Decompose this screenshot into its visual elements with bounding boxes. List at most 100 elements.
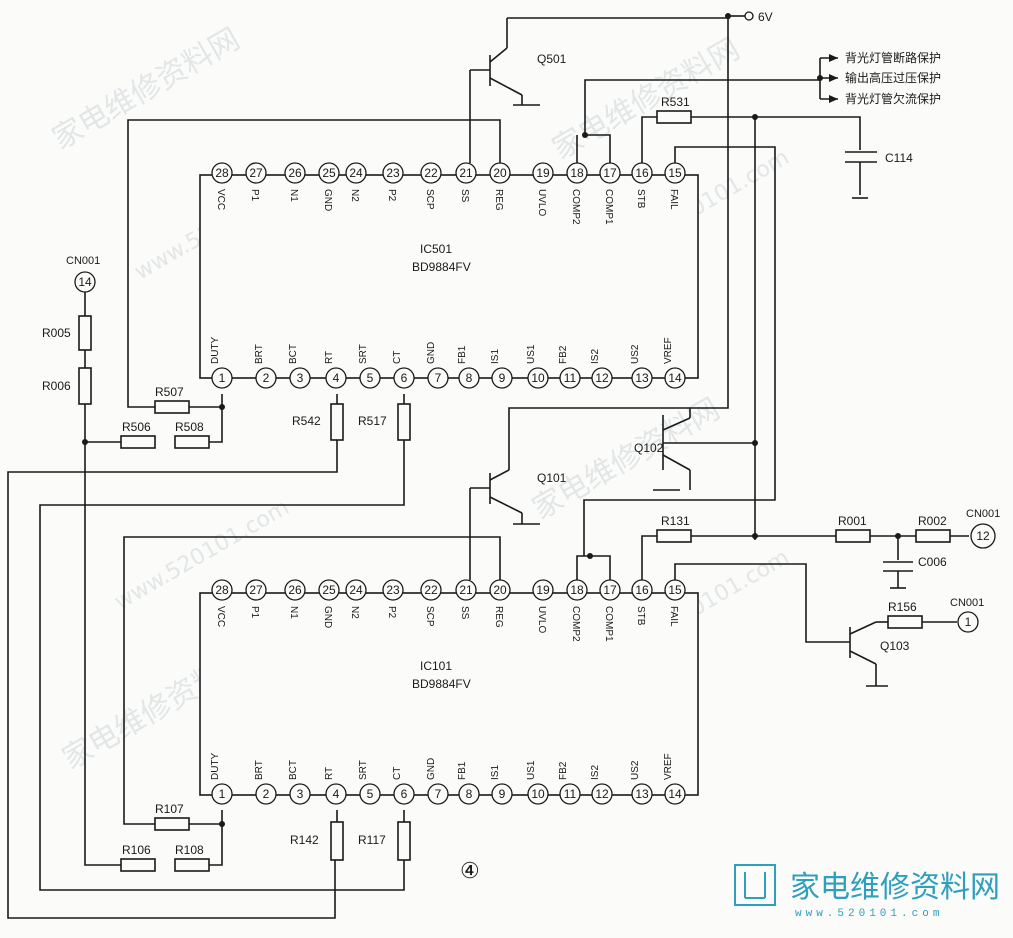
q101-label: Q101 xyxy=(537,471,567,485)
ic-pin-name: VREF xyxy=(663,337,674,364)
ic-pin xyxy=(359,783,381,805)
r107-label: R107 xyxy=(155,802,184,816)
ic-pin-name: COMP1 xyxy=(603,606,614,642)
ic-pin-number: 11 xyxy=(564,371,577,385)
ic-pin xyxy=(532,162,554,184)
ic-pin-name: IS2 xyxy=(590,349,601,364)
ic-pin-number: 20 xyxy=(493,583,507,597)
ic-pin-name: P1 xyxy=(249,606,260,619)
ic501-top-pins: 28VCC27P126N125GND24N223P222SCP21SS20REG… xyxy=(211,162,686,225)
ic-pin-number: 13 xyxy=(635,371,649,385)
cn001-label: CN001 xyxy=(950,597,984,609)
ic-pin-number: 7 xyxy=(435,787,442,801)
cn001-pin-1: 1 xyxy=(965,615,972,629)
ic-pin-name: P2 xyxy=(386,606,397,619)
ic-pin-name: UVLO xyxy=(536,189,547,216)
ic-pin-name: US1 xyxy=(526,760,537,780)
ic-pin xyxy=(289,783,311,805)
ic-pin-name: N2 xyxy=(349,189,360,202)
ic-pin-number: 23 xyxy=(386,166,400,180)
ic-pin xyxy=(532,579,554,601)
ic-pin-number: 9 xyxy=(499,787,506,801)
r108-label: R108 xyxy=(175,843,204,857)
ic-pin-name: N1 xyxy=(288,606,299,619)
ic-pin xyxy=(245,579,267,601)
resistor-r107 xyxy=(154,817,190,831)
r531-label: R531 xyxy=(661,95,690,109)
ic-pin-number: 12 xyxy=(595,371,609,385)
ic-pin xyxy=(427,367,449,389)
ic-pin-name: REG xyxy=(493,606,504,628)
arrow-icon xyxy=(829,95,838,103)
site-logo: 家电维修资料网 www.520101.com xyxy=(734,864,1000,920)
resistor-r108 xyxy=(174,858,210,872)
resistor-r002 xyxy=(915,529,951,543)
ic-pin-number: 21 xyxy=(459,166,473,180)
ic-pin-name: STB xyxy=(635,606,646,626)
ic-pin-name: N2 xyxy=(349,606,360,619)
resistor-r117 xyxy=(397,821,411,861)
ic-pin-name: RT xyxy=(324,351,335,364)
figure-number: ④ xyxy=(460,858,480,883)
junctions xyxy=(82,13,901,827)
ic-pin xyxy=(458,783,480,805)
ic-pin-number: 25 xyxy=(322,583,336,597)
ic-pin xyxy=(664,783,686,805)
resistors xyxy=(78,110,951,872)
ic-pin xyxy=(455,579,477,601)
protection-label-1: 背光灯管断路保护 xyxy=(845,50,941,65)
resistor-r131 xyxy=(656,529,692,543)
ic-pin xyxy=(491,783,513,805)
ic-pin-name: IS2 xyxy=(590,765,601,780)
ic-pin-number: 7 xyxy=(435,371,442,385)
ic-pin xyxy=(491,367,513,389)
ic101-top-pins: 28VCC27P126N125GND24N223P222SCP21SS20REG… xyxy=(211,579,686,642)
ic-pin-name: GND xyxy=(322,606,333,628)
ic-pin-name: IS1 xyxy=(490,349,501,364)
ic-pin xyxy=(631,367,653,389)
ic501-bottom-pins: 1DUTY2BRT3BCT4RT5SRT6CT7GND8FB19IS110US1… xyxy=(210,336,686,389)
ic-pin-number: 15 xyxy=(668,166,682,180)
ic-pin xyxy=(458,367,480,389)
q102-label: Q102 xyxy=(634,441,664,455)
r156-label: R156 xyxy=(888,600,917,614)
ic-pin xyxy=(664,367,686,389)
ic-pin-name: RT xyxy=(324,767,335,780)
resistor-r156 xyxy=(887,615,923,629)
ic-pin-name: GND xyxy=(426,758,437,780)
ic501-part: BD9884FV xyxy=(412,260,471,274)
ic-pin xyxy=(382,579,404,601)
ic-pin xyxy=(345,579,367,601)
ic-pin-number: 12 xyxy=(595,787,609,801)
ic501-body xyxy=(199,174,699,379)
ic-pin-name: BRT xyxy=(254,344,265,364)
ic-pin-name: US1 xyxy=(526,344,537,364)
ic-pin-name: FB2 xyxy=(558,345,569,364)
ic-pin xyxy=(591,783,613,805)
ic-pin-name: FB2 xyxy=(558,761,569,780)
cn001-pin-12: 12 xyxy=(976,529,990,543)
r117-label: R117 xyxy=(358,833,386,847)
r142-label: R142 xyxy=(290,833,319,847)
ic-pin-number: 19 xyxy=(536,166,550,180)
ic-pin-number: 13 xyxy=(635,787,649,801)
ic-pin-number: 3 xyxy=(297,787,304,801)
component-labels: 6V Q501 背光灯管断路保护 输出高压过压保护 背光灯管欠流保护 R531 … xyxy=(42,10,1000,883)
ic-pin-number: 23 xyxy=(386,583,400,597)
ic-pin xyxy=(393,783,415,805)
ic-pin-name: FAIL xyxy=(668,189,679,210)
resistor-r517 xyxy=(397,403,411,441)
ic-pin-name: GND xyxy=(426,342,437,364)
r508-label: R508 xyxy=(175,420,204,434)
ic-pin-number: 20 xyxy=(493,166,507,180)
ic101-body xyxy=(199,592,699,796)
arrow-icon xyxy=(829,54,838,62)
ic-pin-number: 14 xyxy=(668,787,682,801)
ic-pin-name: SCP xyxy=(424,606,435,627)
ic-pin-number: 16 xyxy=(635,583,649,597)
connector-cn001-1 xyxy=(957,611,979,633)
ic-pin-name: US2 xyxy=(630,760,641,780)
ic-pin-number: 1 xyxy=(219,787,226,801)
resistor-r006 xyxy=(78,367,92,405)
ic-pin-number: 9 xyxy=(499,371,506,385)
